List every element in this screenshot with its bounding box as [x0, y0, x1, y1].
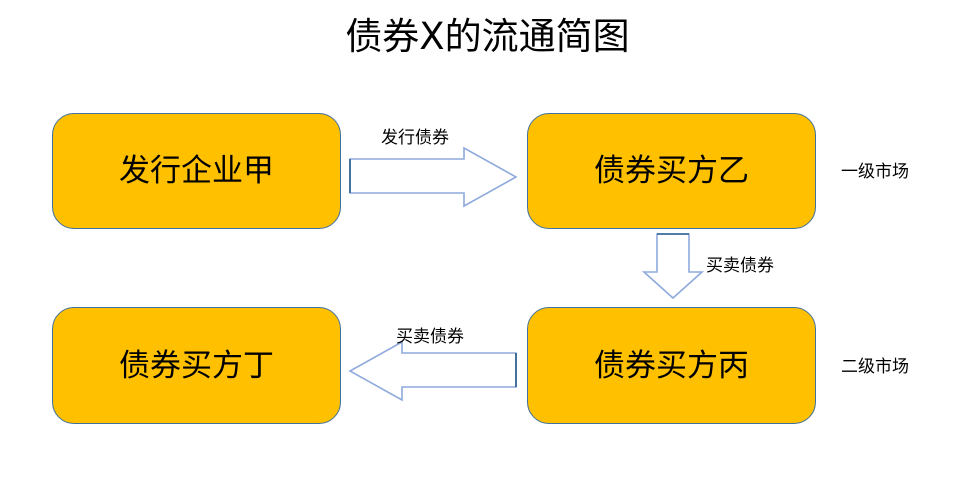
arrow-right-issue-icon [349, 146, 518, 208]
node-buyer-d-label: 债券买方丁 [119, 347, 274, 384]
arrow-down-trade-icon [641, 233, 705, 300]
arrow-left-trade-icon [348, 340, 517, 402]
node-buyer-b-label: 债券买方乙 [594, 153, 749, 189]
edge-label-trade-bond-vertical: 买卖债券 [706, 256, 774, 276]
market-label-primary: 一级市场 [841, 162, 909, 182]
node-buyer-c[interactable]: 债券买方丙 [527, 307, 816, 424]
node-buyer-b[interactable]: 债券买方乙 [527, 113, 816, 229]
edge-label-issue-bond: 发行债券 [381, 128, 449, 148]
market-label-secondary: 二级市场 [841, 357, 909, 377]
node-issuer-label: 发行企业甲 [119, 153, 274, 189]
node-buyer-c-label: 债券买方丙 [594, 347, 749, 384]
node-issuer[interactable]: 发行企业甲 [52, 113, 341, 229]
page-title: 债券X的流通简图 [345, 15, 630, 58]
node-buyer-d[interactable]: 债券买方丁 [52, 307, 341, 424]
edge-label-trade-bond-horizontal: 买卖债券 [396, 327, 464, 347]
